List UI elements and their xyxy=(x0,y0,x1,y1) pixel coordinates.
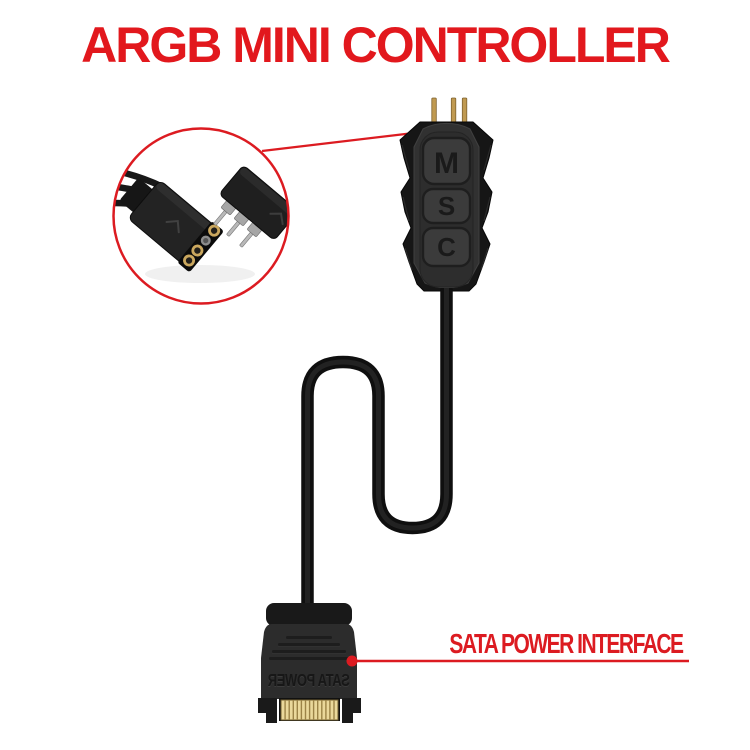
shell-facet-highlights xyxy=(401,144,492,271)
strain-relief xyxy=(266,603,352,626)
argb-female-connector-icon xyxy=(120,178,223,272)
sata-connector: SATA POWER SATA POWER xyxy=(258,603,361,723)
page-title: ARGB MINI CONTROLLER xyxy=(81,17,671,73)
arrow-emboss-icon xyxy=(165,219,180,234)
detail-inset xyxy=(112,127,290,305)
inset-ring xyxy=(112,127,290,305)
connection-cable xyxy=(301,288,453,608)
argb-controller: M S C xyxy=(399,97,494,292)
sata-embossed-text: SATA POWER SATA POWER xyxy=(268,671,350,692)
argb-male-connector-icon xyxy=(213,166,289,248)
sata-left-tab xyxy=(258,698,277,723)
controller-pins xyxy=(431,97,468,125)
callout-dot-icon xyxy=(346,655,358,667)
svg-text:SATA POWER: SATA POWER xyxy=(268,671,350,691)
arrow-emboss-icon xyxy=(269,212,284,226)
mode-button-m: M xyxy=(421,136,472,186)
mode-button-c: C xyxy=(421,226,472,268)
sata-power-label: SATA POWER INTERFACE xyxy=(449,629,683,660)
inset-shadow xyxy=(145,265,255,283)
svg-text:SATA POWER: SATA POWER xyxy=(268,672,350,692)
sata-grooves xyxy=(269,636,349,660)
sata-right-tab xyxy=(342,698,361,723)
sata-pin-separators xyxy=(284,700,335,720)
sata-callout: SATA POWER INTERFACE xyxy=(346,629,689,667)
button-label: C xyxy=(437,232,456,262)
sata-body xyxy=(261,624,357,699)
button-label: S xyxy=(438,191,455,221)
callout-line xyxy=(261,131,418,153)
contact-holes xyxy=(183,224,221,267)
button-label: M xyxy=(434,147,459,180)
mode-button-s: S xyxy=(421,187,472,225)
